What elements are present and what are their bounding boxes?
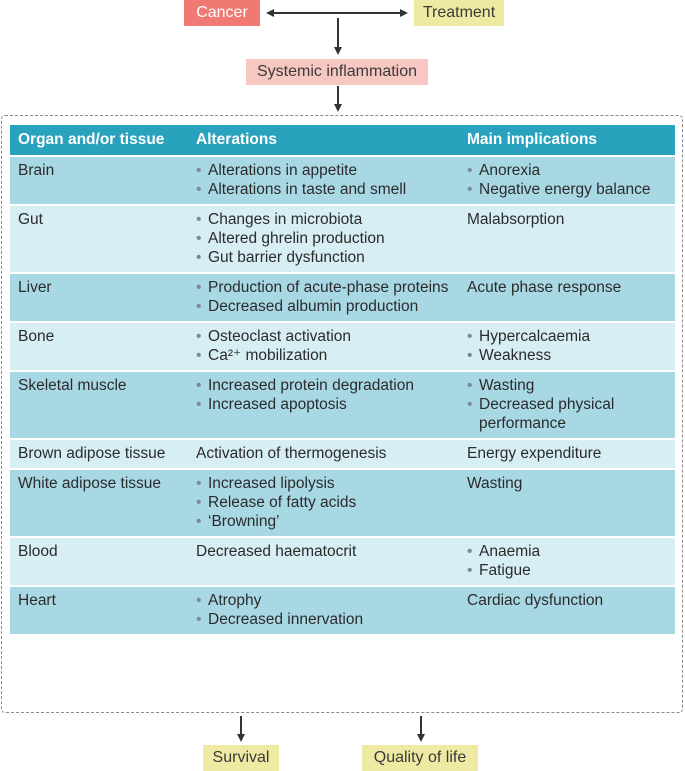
alterations-cell: Changes in microbiotaAltered ghrelin pro…: [188, 204, 459, 273]
header-organ: Organ and/or tissue: [10, 125, 188, 156]
alterations-cell: AtrophyDecreased innervation: [188, 585, 459, 634]
bullet-item: Release of fatty acids: [196, 493, 451, 512]
organ-cell: Liver: [10, 272, 188, 322]
table-row: BoneOsteoclast activationCa²⁺ mobilizati…: [10, 321, 675, 371]
bullet-item: Altered ghrelin production: [196, 229, 451, 248]
bullet-item: Changes in microbiota: [196, 210, 451, 229]
bullet-item: Alterations in appetite: [196, 161, 451, 180]
alterations-cell: Alterations in appetiteAlterations in ta…: [188, 155, 459, 205]
bullet-item: Hypercalcaemia: [467, 327, 667, 346]
bullet-item: Gut barrier dysfunction: [196, 248, 451, 267]
bullet-item: Increased lipolysis: [196, 474, 451, 493]
implications-cell: Acute phase response: [459, 272, 675, 322]
header-implications: Main implications: [459, 125, 675, 156]
organ-cell: Skeletal muscle: [10, 370, 188, 439]
bullet-item: Decreased albumin production: [196, 297, 451, 316]
bullet-item: Negative energy balance: [467, 180, 667, 199]
treatment-box: Treatment: [414, 0, 504, 26]
implications-cell: WastingDecreased physical performance: [459, 370, 675, 439]
bullet-item: Osteoclast activation: [196, 327, 451, 346]
implications-cell: AnaemiaFatigue: [459, 536, 675, 586]
table-header-row: Organ and/or tissue Alterations Main imp…: [10, 125, 675, 156]
bullet-item: Decreased innervation: [196, 610, 451, 629]
survival-box: Survival: [203, 745, 279, 771]
table-row: LiverProduction of acute-phase proteinsD…: [10, 272, 675, 322]
alterations-table: Organ and/or tissue Alterations Main imp…: [10, 125, 675, 634]
quality-of-life-box: Quality of life: [362, 745, 478, 771]
table-row: BrainAlterations in appetiteAlterations …: [10, 155, 675, 205]
bullet-item: Decreased physical performance: [467, 395, 667, 433]
table-row: White adipose tissueIncreased lipolysisR…: [10, 468, 675, 537]
organ-cell: Brain: [10, 155, 188, 205]
organ-cell: Bone: [10, 321, 188, 371]
implications-cell: Wasting: [459, 468, 675, 537]
alterations-cell: Activation of thermogenesis: [188, 438, 459, 469]
alterations-cell: Increased lipolysisRelease of fatty acid…: [188, 468, 459, 537]
implications-cell: Energy expenditure: [459, 438, 675, 469]
table-row: HeartAtrophyDecreased innervationCardiac…: [10, 585, 675, 634]
cancer-box: Cancer: [184, 0, 260, 26]
organ-cell: Brown adipose tissue: [10, 438, 188, 469]
bullet-item: Anaemia: [467, 542, 667, 561]
organ-cell: Heart: [10, 585, 188, 634]
implications-cell: Malabsorption: [459, 204, 675, 273]
implications-cell: AnorexiaNegative energy balance: [459, 155, 675, 205]
alterations-cell: Increased protein degradationIncreased a…: [188, 370, 459, 439]
table-body: BrainAlterations in appetiteAlterations …: [10, 155, 675, 634]
organ-cell: Blood: [10, 536, 188, 586]
table-dashed-frame: [1, 115, 683, 713]
bullet-item: ‘Browning’: [196, 512, 451, 531]
bullet-item: Wasting: [467, 376, 667, 395]
bullet-item: Atrophy: [196, 591, 451, 610]
implications-cell: Cardiac dysfunction: [459, 585, 675, 634]
bullet-item: Ca²⁺ mobilization: [196, 346, 451, 365]
alterations-cell: Decreased haematocrit: [188, 536, 459, 586]
bullet-item: Fatigue: [467, 561, 667, 580]
organ-cell: Gut: [10, 204, 188, 273]
header-alterations: Alterations: [188, 125, 459, 156]
alterations-cell: Production of acute-phase proteinsDecrea…: [188, 272, 459, 322]
bullet-item: Anorexia: [467, 161, 667, 180]
bullet-item: Weakness: [467, 346, 667, 365]
bullet-item: Increased apoptosis: [196, 395, 451, 414]
bullet-item: Increased protein degradation: [196, 376, 451, 395]
bullet-item: Production of acute-phase proteins: [196, 278, 451, 297]
implications-cell: HypercalcaemiaWeakness: [459, 321, 675, 371]
systemic-inflammation-box: Systemic inflammation: [246, 59, 428, 85]
table-row: GutChanges in microbiotaAltered ghrelin …: [10, 204, 675, 273]
table-row: Skeletal muscleIncreased protein degrada…: [10, 370, 675, 439]
organ-cell: White adipose tissue: [10, 468, 188, 537]
alterations-cell: Osteoclast activationCa²⁺ mobilization: [188, 321, 459, 371]
bullet-item: Alterations in taste and smell: [196, 180, 451, 199]
